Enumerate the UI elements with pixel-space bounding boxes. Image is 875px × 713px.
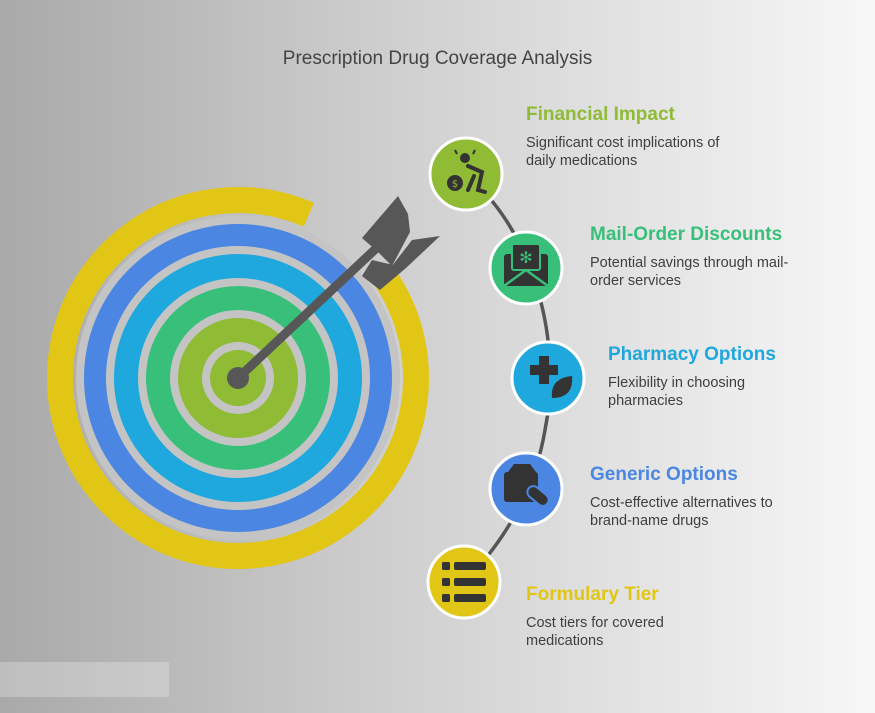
formulary-tier-node	[426, 544, 502, 620]
item-heading: Pharmacy Options	[608, 344, 776, 365]
item-description: Cost tiers for covered medications	[526, 615, 664, 649]
list-icon	[442, 562, 486, 602]
item-description: Potential savings through mail-order ser…	[590, 255, 789, 289]
item-description: Cost-effective alternatives to brand-nam…	[590, 495, 773, 529]
arrow-tip	[227, 367, 249, 389]
money-runner-icon: $	[447, 149, 487, 194]
generic-options-node	[488, 451, 564, 527]
item-heading: Mail-Order Discounts	[590, 224, 783, 245]
svg-text:✻: ✻	[519, 248, 532, 267]
page-title: Prescription Drug Coverage Analysis	[282, 48, 593, 69]
arrow-shaft	[233, 221, 405, 383]
item-description: Significant cost implications of daily m…	[526, 135, 720, 169]
mail-snowflake-icon: ✻	[503, 243, 549, 288]
arrow-fletching	[362, 196, 440, 290]
item-financial-impact: Financial Impact Significant cost implic…	[526, 104, 766, 170]
financial-impact-node: $	[428, 136, 504, 212]
bottom-bar	[0, 662, 169, 697]
svg-text:$: $	[452, 179, 458, 190]
item-generic-options: Generic Options Cost-effective alternati…	[590, 464, 830, 530]
item-description: Flexibility in choosing pharmacies	[608, 375, 746, 409]
item-heading: Generic Options	[590, 464, 738, 485]
item-heading: Financial Impact	[526, 104, 675, 125]
medical-cross-leaf-icon	[530, 356, 573, 398]
item-formulary-tier: Formulary Tier Cost tiers for covered me…	[526, 584, 766, 650]
pill-box-icon	[504, 464, 550, 507]
item-mail-order-discounts: Mail-Order Discounts Potential savings t…	[590, 224, 830, 290]
item-heading: Formulary Tier	[526, 584, 659, 605]
pharmacy-node	[510, 340, 586, 416]
item-pharmacy-options: Pharmacy Options Flexibility in choosing…	[608, 344, 848, 410]
mail-order-node: ✻	[488, 230, 564, 306]
